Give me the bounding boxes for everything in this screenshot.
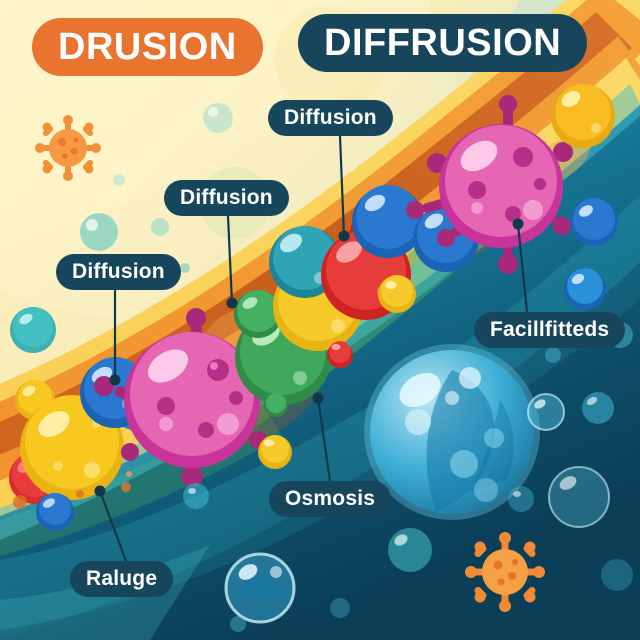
osmosis-water-bubble bbox=[364, 344, 540, 520]
label-diffusion-mid[interactable]: Diffusion bbox=[164, 180, 289, 216]
label-diffusion-left[interactable]: Diffusion bbox=[56, 254, 181, 290]
virus-particle-top bbox=[35, 115, 101, 181]
label-facilitated-diffusion[interactable]: Facillfitteds bbox=[474, 312, 626, 348]
label-osmosis[interactable]: Osmosis bbox=[269, 481, 392, 517]
label-diffusion-top[interactable]: Diffusion bbox=[268, 100, 393, 136]
title-pill-right[interactable]: DIFFRUSION bbox=[298, 14, 588, 72]
title-pill-left[interactable]: DRUSION bbox=[32, 18, 263, 76]
water-bubble-bottom bbox=[224, 552, 296, 624]
virus-particle-bottom bbox=[465, 532, 545, 612]
molecule-pink-virus-right bbox=[406, 95, 573, 274]
label-raluge[interactable]: Raluge bbox=[70, 561, 174, 597]
